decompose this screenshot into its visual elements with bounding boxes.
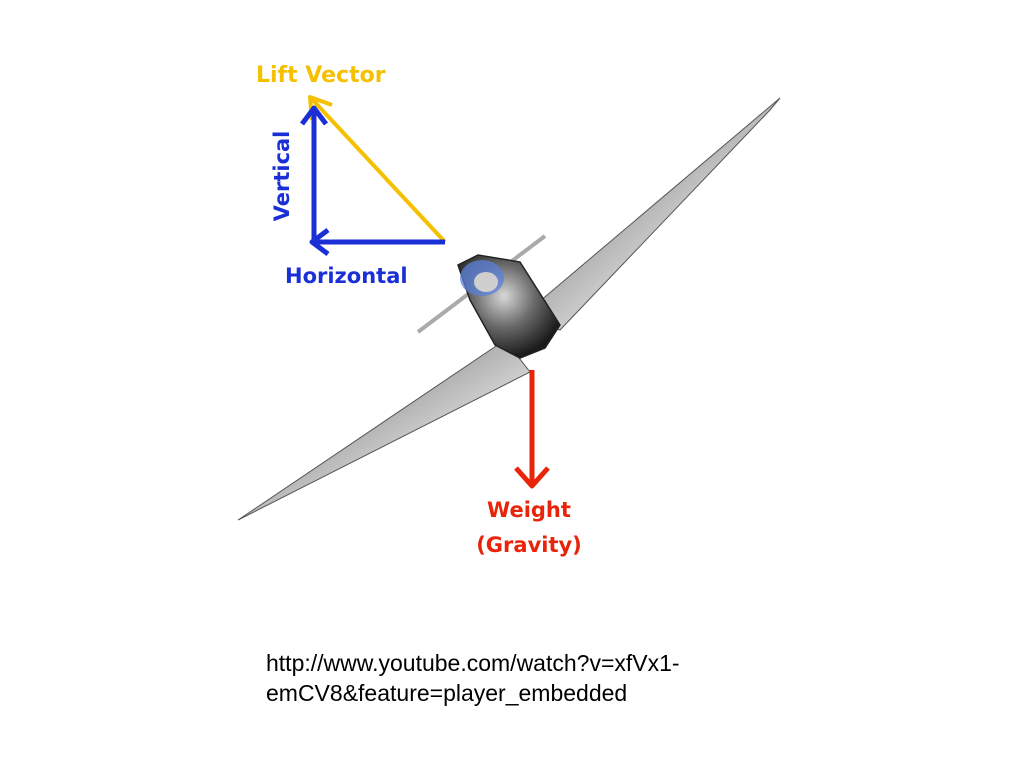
spinner-hub [474, 272, 498, 292]
weight-label: Weight [487, 498, 571, 522]
vertical-component-arrow [300, 105, 328, 240]
caption-line-1: http://www.youtube.com/watch?v=xfVx1- [266, 650, 680, 676]
right-wing [518, 97, 781, 331]
left-wing [237, 339, 531, 521]
vertical-label: Vertical [270, 131, 294, 222]
aircraft-illustration [237, 97, 781, 521]
caption-line-2: emCV8&feature=player_embedded [266, 680, 628, 706]
horizontal-label: Horizontal [285, 264, 408, 288]
horizontal-component-arrow [309, 228, 445, 256]
gravity-label: (Gravity) [476, 533, 582, 557]
source-url-caption: http://www.youtube.com/watch?v=xfVx1- em… [266, 648, 786, 708]
weight-arrow [514, 370, 550, 489]
lift-vector-label: Lift Vector [256, 63, 386, 88]
lift-vector-arrow [308, 95, 447, 244]
